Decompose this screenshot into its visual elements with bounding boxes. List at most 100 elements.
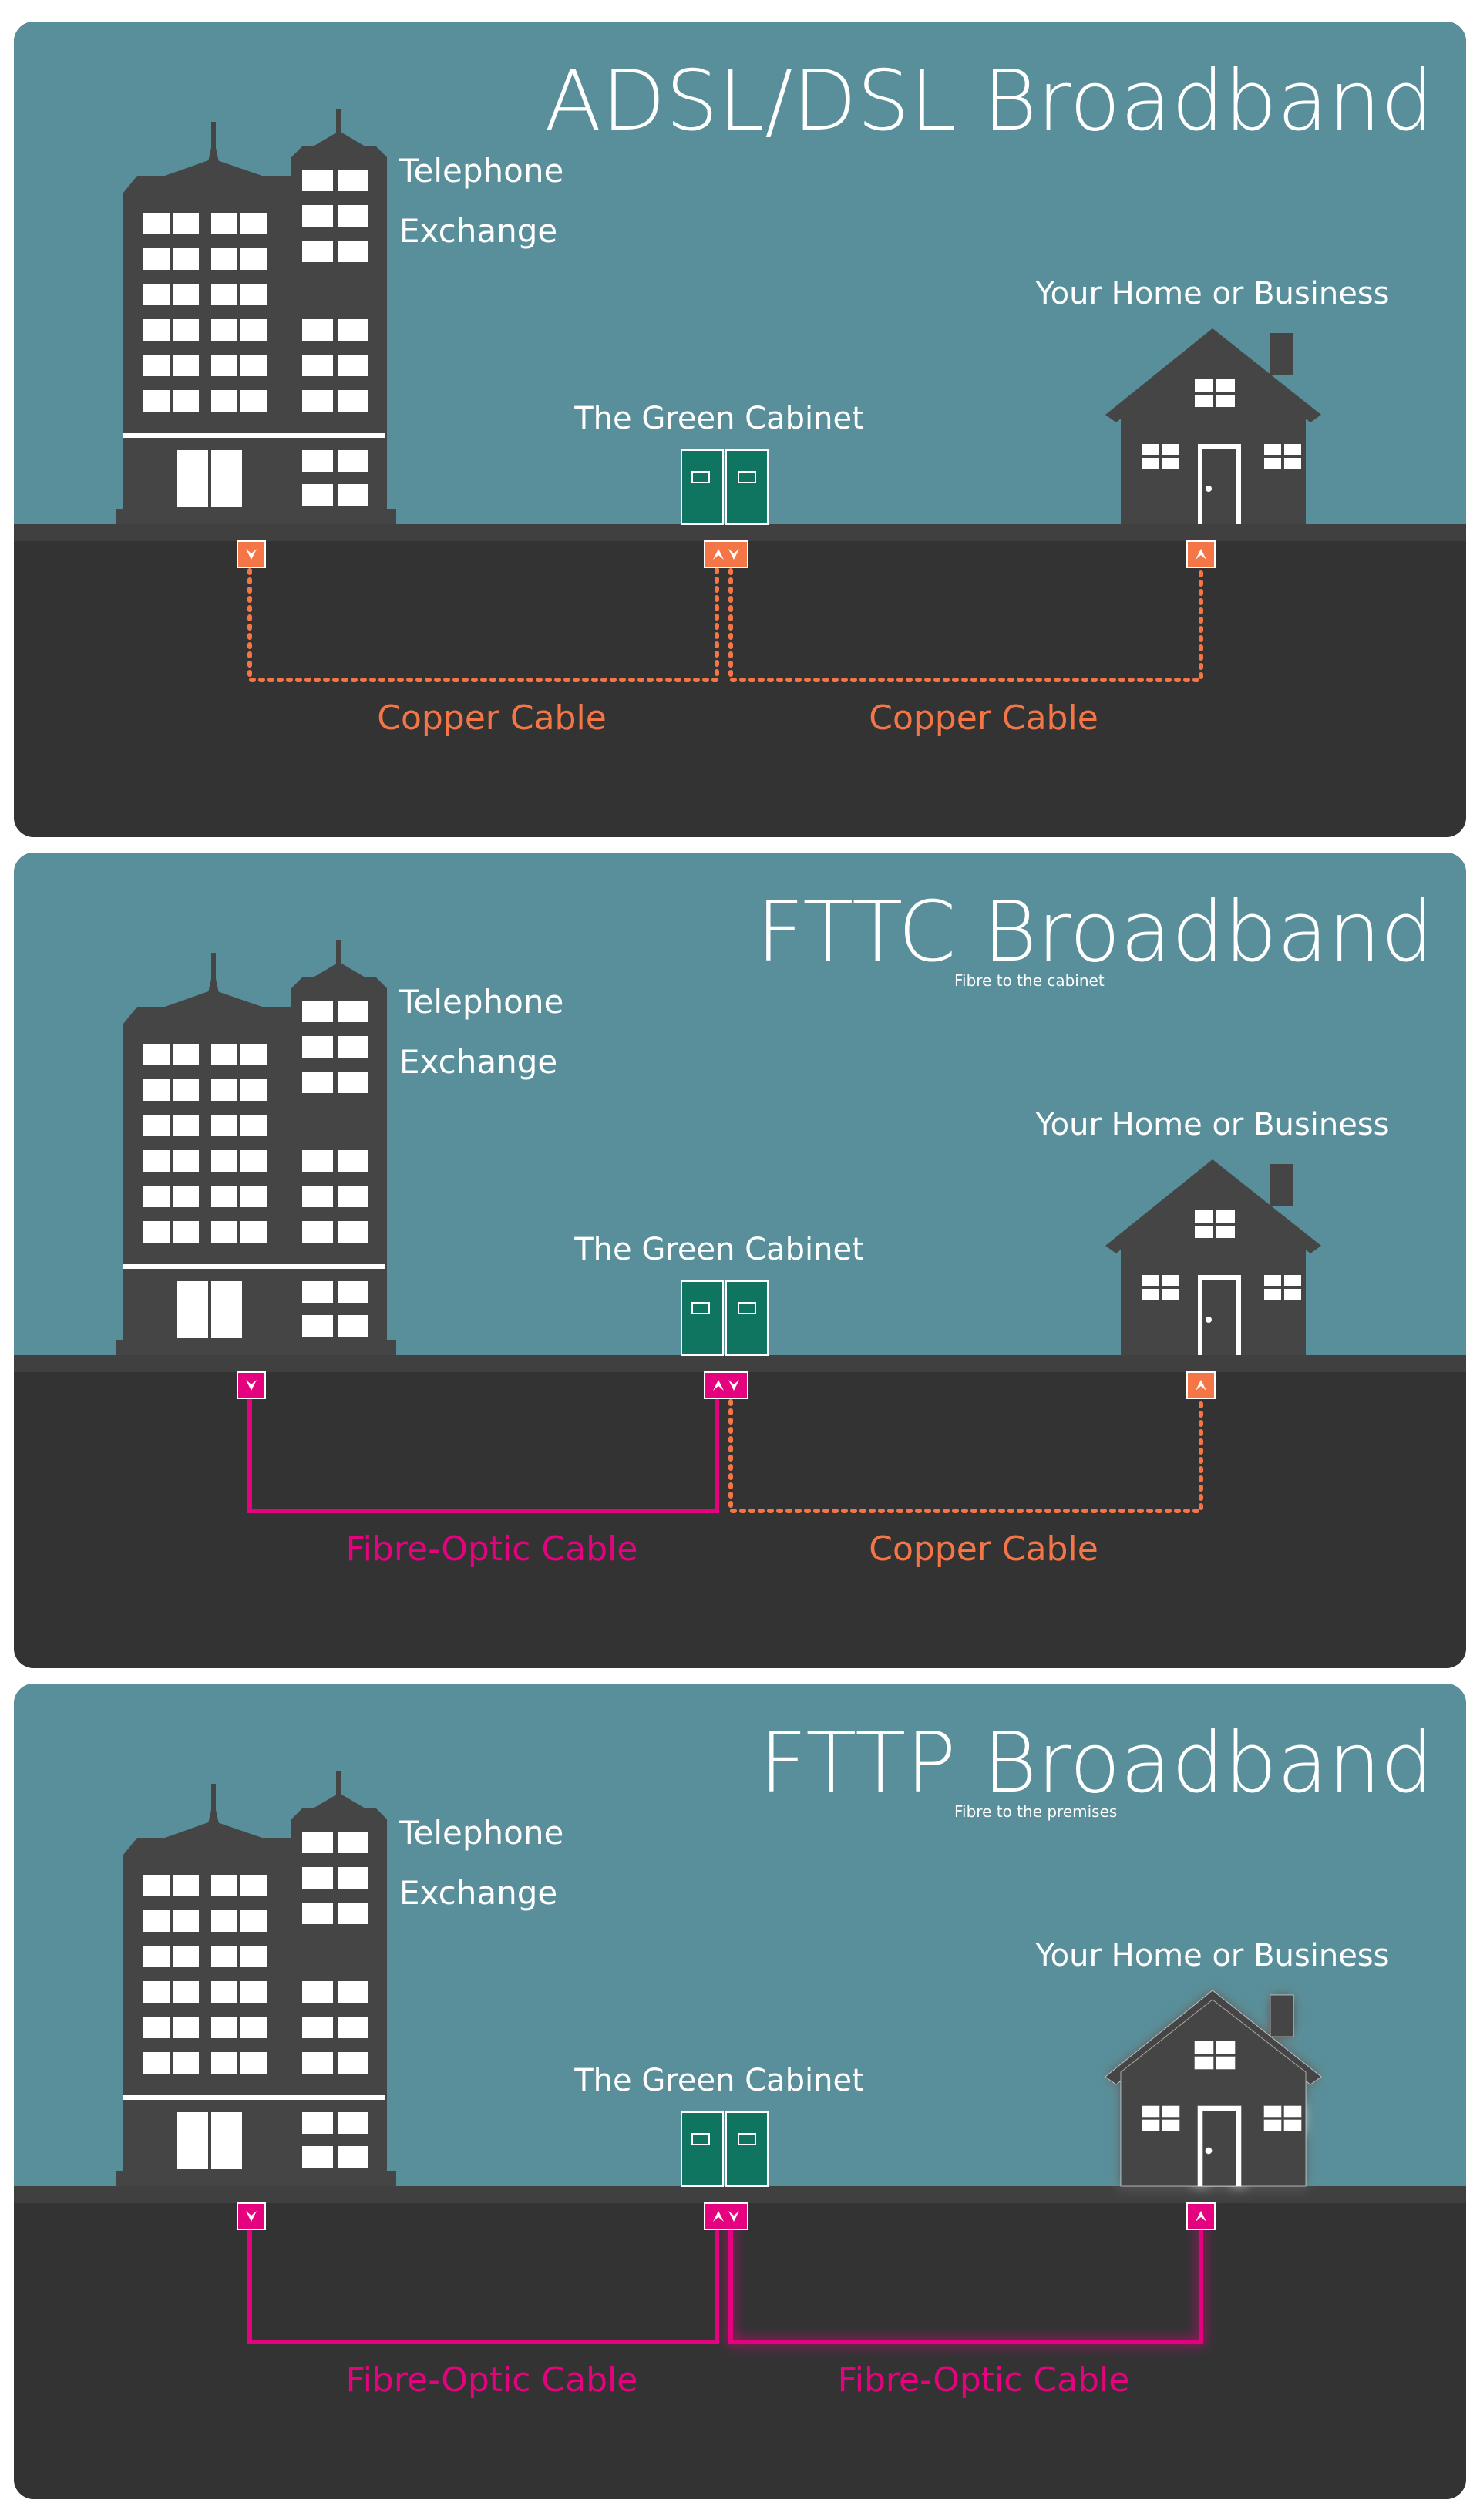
exchange-window (338, 2112, 368, 2134)
exchange-window (173, 1910, 199, 1932)
exchange-window (338, 1981, 368, 2003)
exchange-left-roof (123, 1838, 305, 1855)
exchange-window (302, 1832, 333, 1853)
cabinet-connector-box (704, 2202, 748, 2230)
exchange-window (211, 1221, 237, 1243)
cabinet-vent-right (738, 2133, 756, 2145)
house-chimney (1270, 1994, 1294, 2037)
exchange-window (211, 1150, 237, 1172)
exchange-window (211, 284, 237, 305)
house-window-right (1284, 1289, 1301, 1300)
exchange-window (211, 2017, 237, 2038)
exchange-window (338, 1036, 368, 1058)
house-door-knob (1206, 486, 1212, 492)
cable-left-label: Fibre-Optic Cable (346, 1529, 638, 1569)
cable-left-line (247, 2223, 719, 2344)
exchange-left-spire-tip (208, 968, 219, 993)
arrow-up-icon (1196, 1380, 1206, 1391)
house-window-right (1264, 1289, 1281, 1300)
exchange-left-gable (165, 159, 262, 176)
exchange-window (338, 1072, 368, 1093)
cabinet-label: The Green Cabinet (574, 2063, 864, 2098)
exchange-window (302, 319, 333, 341)
exchange-window (143, 355, 170, 376)
telephone-exchange-building (116, 1771, 396, 2186)
exchange-window (173, 2052, 199, 2074)
exchange-floor-band (123, 2095, 385, 2100)
house-window-left (1142, 1289, 1159, 1300)
exchange-window (240, 390, 267, 412)
cable-left-line (247, 559, 719, 682)
green-cabinet (681, 2111, 769, 2187)
cable-left-label: Copper Cable (377, 698, 607, 738)
arrow-down-icon (728, 2211, 739, 2222)
house-window-top (1194, 2056, 1214, 2070)
cabinet-vent-left (691, 1302, 710, 1314)
house-window-right (1284, 444, 1301, 455)
exchange-window (302, 205, 333, 227)
cable-right-label: Copper Cable (869, 1529, 1098, 1569)
arrow-down-icon (246, 1380, 257, 1391)
cabinet-connector (704, 2202, 748, 2230)
exchange-window (173, 1221, 199, 1243)
exchange-window (211, 213, 237, 234)
exchange-window (302, 241, 333, 262)
exchange-connector (237, 1371, 266, 1399)
house-body (1120, 1999, 1307, 2187)
house-window-left (1142, 2105, 1160, 2118)
telephone-exchange-building (116, 940, 396, 1355)
exchange-window (338, 319, 368, 341)
panel-title: FTTC Broadband (756, 884, 1434, 981)
exchange-window (240, 213, 267, 234)
exchange-door-right (211, 2112, 242, 2169)
exchange-window (173, 1150, 199, 1172)
house-window-right (1263, 2105, 1282, 2118)
exchange-window (143, 1221, 170, 1243)
exchange-window (338, 1001, 368, 1022)
house-body (1121, 1169, 1306, 1355)
exchange-window (173, 319, 199, 341)
exchange-base (116, 509, 396, 524)
exchange-label-line2: Exchange (399, 1043, 557, 1081)
exchange-window (143, 2052, 170, 2074)
exchange-window (173, 1946, 199, 1967)
house-window-top (1195, 379, 1213, 392)
house-door-knob (1205, 2147, 1213, 2155)
arrow-down-icon (246, 2211, 257, 2222)
exchange-label-line1: Telephone (399, 1814, 563, 1852)
exchange-base (116, 2171, 396, 2186)
house-window-top (1195, 1210, 1213, 1223)
exchange-window (338, 355, 368, 376)
panel-fttp-scene: FTTP Broadband Fibre to the premises Tel… (14, 1684, 1466, 2499)
cabinet-connector (704, 1371, 748, 1399)
exchange-window (302, 1186, 333, 1207)
exchange-right-gable (313, 1793, 365, 1808)
exchange-left-spire-tip (208, 137, 219, 162)
exchange-window (143, 213, 170, 234)
cabinet-vent-right (738, 1302, 756, 1314)
house-window-left (1142, 444, 1159, 455)
exchange-window (240, 1079, 267, 1101)
green-cabinet (681, 1280, 769, 1356)
exchange-window (302, 2112, 333, 2134)
house-window-top (1216, 395, 1235, 407)
exchange-floor-band (123, 1264, 385, 1269)
exchange-window (302, 1867, 333, 1889)
home-house (1105, 328, 1321, 524)
exchange-window (211, 1044, 237, 1065)
exchange-window (338, 1281, 368, 1303)
house-window-top (1216, 1226, 1235, 1238)
exchange-window (240, 2052, 267, 2074)
exchange-window (173, 355, 199, 376)
exchange-window (240, 1875, 267, 1896)
green-cabinet (681, 449, 769, 525)
exchange-label-line2: Exchange (399, 1874, 557, 1912)
ground-surface (14, 2186, 1466, 2203)
exchange-label-line1: Telephone (399, 152, 563, 190)
cabinet-label: The Green Cabinet (574, 1232, 864, 1267)
exchange-right-spire (336, 1771, 341, 1796)
exchange-window (173, 284, 199, 305)
house-chimney (1270, 333, 1293, 375)
cabinet-connector-box (704, 1371, 748, 1399)
exchange-window (302, 450, 333, 472)
